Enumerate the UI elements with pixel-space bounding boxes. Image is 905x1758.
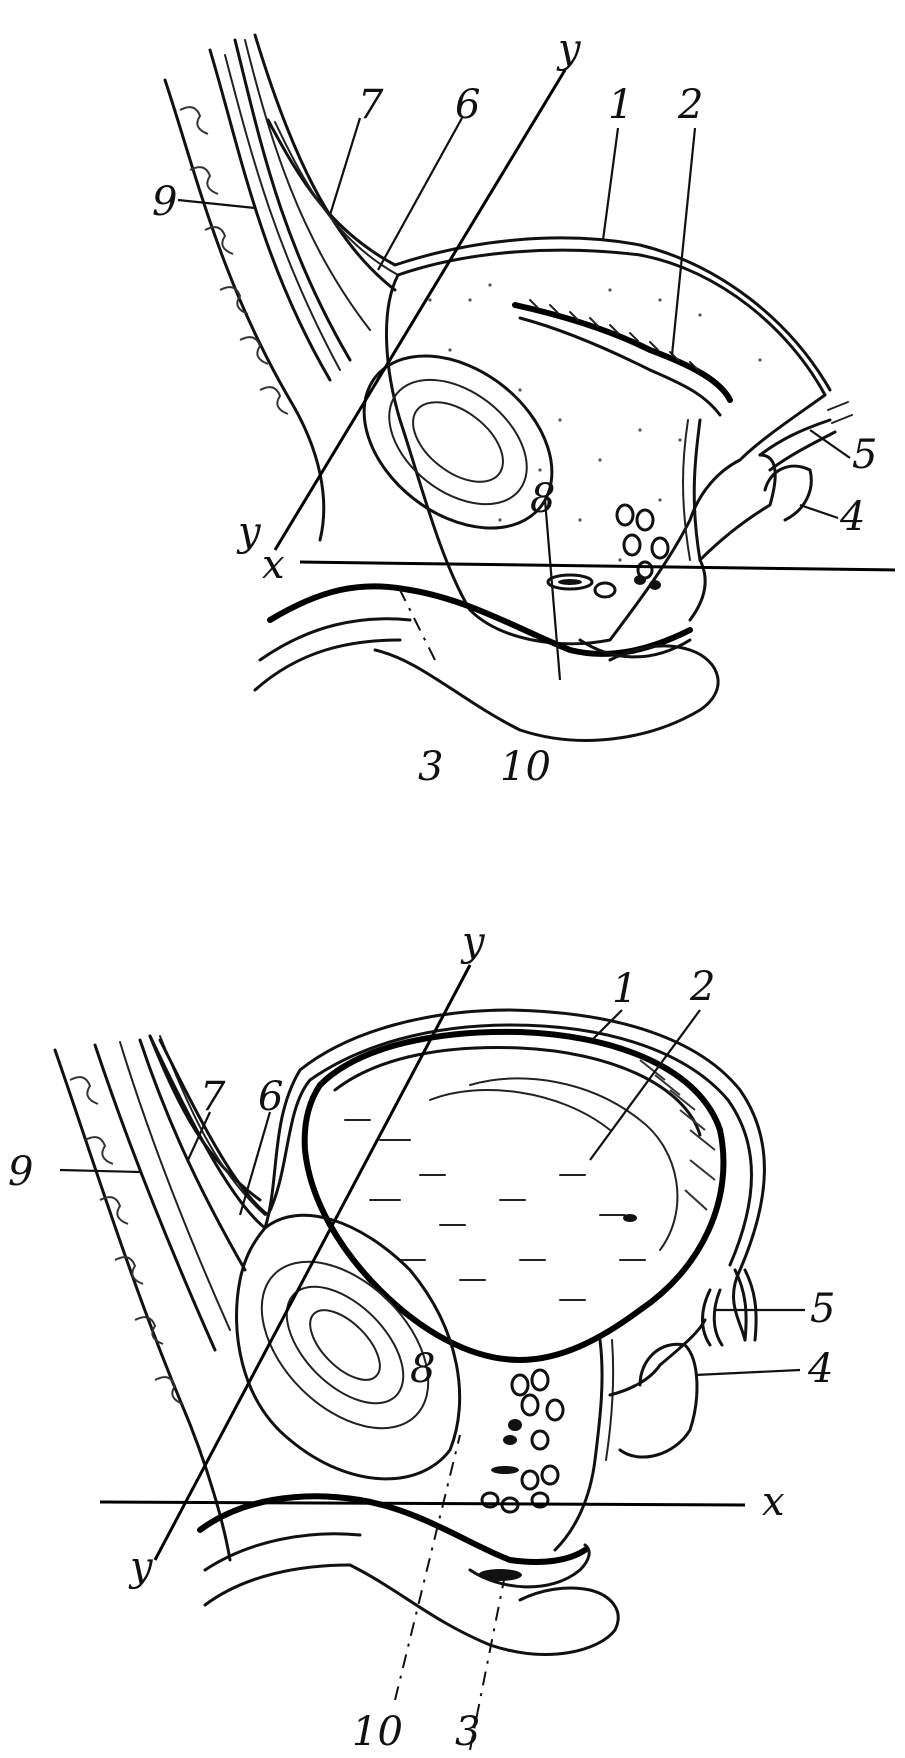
bottom-label-1: 1	[612, 966, 637, 1012]
bottom-label-4: 4	[807, 1346, 833, 1392]
top-label-x: x	[262, 542, 285, 588]
bottom-diagram: 9 7 6 y 1 2 5 4 8 y x 10 3	[8, 919, 835, 1755]
top-x-axis	[299, 560, 896, 572]
top-label-7: 7	[358, 82, 384, 128]
bottom-label-x: x	[762, 1479, 785, 1525]
bottom-label-7: 7	[200, 1074, 226, 1120]
top-label-5: 5	[852, 432, 877, 478]
bottom-label-3: 3	[455, 1709, 480, 1755]
bottom-peritoneum	[148, 1008, 766, 1342]
top-pelvic-floor	[253, 401, 853, 742]
top-label-3: 3	[418, 744, 443, 790]
bottom-y-axis	[153, 964, 472, 1561]
bottom-x-axis	[99, 1500, 746, 1507]
bottom-bladder	[301, 1028, 727, 1363]
bottom-label-6: 6	[258, 1074, 283, 1120]
top-label-10: 10	[500, 744, 551, 790]
top-gland-dots	[546, 503, 670, 599]
top-label-1: 1	[608, 82, 633, 128]
top-pointers	[177, 117, 851, 681]
top-pubic-bone	[362, 354, 554, 530]
top-label-4: 4	[839, 494, 865, 540]
bottom-label-2: 2	[689, 964, 715, 1010]
top-label-6: 6	[455, 82, 480, 128]
top-diagram: 9 7 6 y 1 2 5 4 8 y x 3 10	[152, 26, 896, 790]
bottom-label-y-top: y	[460, 919, 486, 965]
top-y-axis	[273, 69, 567, 551]
bottom-pointers	[59, 1009, 805, 1751]
top-label-2: 2	[677, 82, 703, 128]
bottom-pubic-bone	[235, 1213, 462, 1481]
bottom-pelvic-floor	[197, 1493, 620, 1656]
top-label-y-bottom: y	[236, 509, 262, 555]
top-peritoneum	[266, 118, 832, 392]
bottom-label-8: 8	[410, 1346, 435, 1392]
top-abdominal-wall	[163, 33, 397, 542]
bottom-gland-dots	[480, 1368, 565, 1514]
top-bladder	[384, 248, 827, 646]
top-label-y-top: y	[556, 26, 582, 72]
bottom-abdominal-wall	[53, 1034, 266, 1562]
bottom-label-10: 10	[352, 1709, 403, 1755]
bottom-label-9: 9	[8, 1149, 33, 1195]
bottom-label-y-bottom: y	[128, 1544, 154, 1590]
bottom-urethra	[553, 1268, 758, 1552]
top-label-8: 8	[530, 476, 555, 522]
bottom-label-5: 5	[810, 1286, 835, 1332]
top-label-9: 9	[152, 179, 177, 225]
